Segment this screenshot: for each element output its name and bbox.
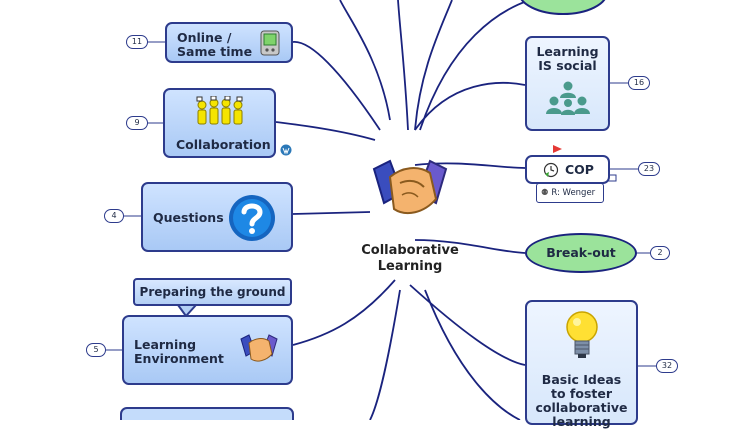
topic-label: Online / Same time xyxy=(177,30,253,59)
badge-connectors xyxy=(105,41,656,367)
topic-count-badge[interactable]: 16 xyxy=(628,76,650,90)
topic-learning-is-social[interactable]: Learning IS social xyxy=(525,36,610,131)
wordpress-icon[interactable] xyxy=(280,144,292,156)
callout-preparing-the-ground[interactable]: Preparing the ground xyxy=(133,278,292,306)
task-flag-icon xyxy=(553,145,562,153)
topic-cop[interactable]: COP xyxy=(525,155,610,184)
topic-break-out[interactable]: Break-out xyxy=(525,233,637,273)
topic-label: Collaboration xyxy=(176,137,271,152)
topic-count-badge[interactable]: 4 xyxy=(104,209,124,223)
topic-label: Learning IS social xyxy=(536,44,599,73)
people-meeting-icon xyxy=(546,81,590,115)
person-icon: ⚉ xyxy=(541,188,549,198)
note-resource: ⚉ R: Wenger xyxy=(536,183,604,203)
topic-basic-ideas[interactable]: Basic Ideas to foster collaborative lear… xyxy=(525,300,638,429)
handshake-icon xyxy=(240,334,278,362)
central-topic-title: Collaborative Learning xyxy=(361,243,459,274)
topic-online-same-time[interactable]: Online / Same time xyxy=(165,22,293,63)
question-mark-icon xyxy=(229,195,275,241)
topic-label: Learning Environment xyxy=(134,337,224,366)
top-oval-node[interactable] xyxy=(519,0,607,15)
topic-count-badge[interactable]: 11 xyxy=(126,35,148,49)
lightbulb-icon xyxy=(566,311,598,358)
handshake-icon xyxy=(372,159,448,215)
topic-label: COP xyxy=(565,162,594,177)
topic-count-badge[interactable]: 2 xyxy=(650,246,670,260)
link-icon xyxy=(608,174,617,182)
clock-icon xyxy=(543,162,559,178)
topic-collaboration[interactable]: Collaboration xyxy=(163,88,276,158)
topic-label: Basic Ideas to foster collaborative lear… xyxy=(535,372,628,429)
topic-count-badge[interactable]: 32 xyxy=(656,359,678,373)
people-group-icon xyxy=(196,96,243,125)
bottom-left-node[interactable] xyxy=(120,407,294,420)
mind-map-canvas xyxy=(105,0,656,420)
topic-label: Break-out xyxy=(546,245,616,260)
handheld-device-icon xyxy=(260,30,280,56)
topic-learning-environment[interactable]: Learning Environment xyxy=(122,315,293,385)
topic-questions[interactable]: Questions xyxy=(141,182,293,252)
topic-count-badge[interactable]: 23 xyxy=(638,162,660,176)
topic-count-badge[interactable]: 9 xyxy=(126,116,148,130)
central-topic[interactable] xyxy=(355,148,465,238)
topic-count-badge[interactable]: 5 xyxy=(86,343,106,357)
topic-label: Questions xyxy=(153,210,224,225)
note-text: R: Wenger xyxy=(551,188,596,198)
